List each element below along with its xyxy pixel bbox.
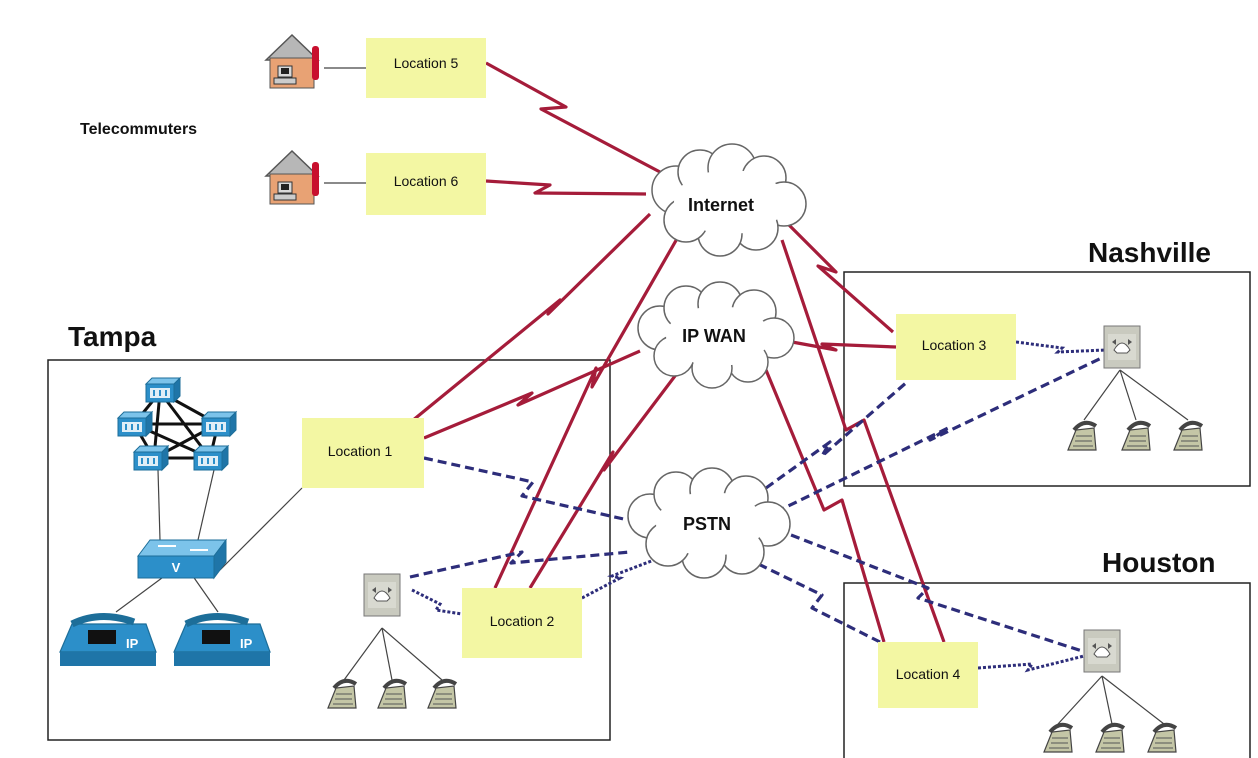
link-pbx-tampa-pstn (409, 550, 631, 579)
analog-phone-icon (426, 678, 458, 710)
pbx-icon (1083, 629, 1121, 673)
link-loc2-ipwan (528, 371, 680, 589)
location-2: Location 2 (462, 588, 582, 658)
link-loc5-internet (485, 61, 661, 174)
pbx-icon (1103, 325, 1141, 369)
house-icon (265, 150, 320, 205)
tampa-region (47, 359, 611, 741)
ip-phone-icon: IP (59, 612, 157, 666)
location-5: Location 5 (366, 38, 486, 98)
link-ipwan-loc3 (791, 340, 897, 352)
houston-title: Houston (1102, 547, 1216, 578)
link-loc2-internet (493, 236, 680, 589)
call-manager-icon (193, 445, 229, 471)
internet-label: Internet (688, 195, 754, 215)
call-manager-cluster (117, 377, 237, 471)
call-manager-icon (201, 411, 237, 437)
voice-switch-label: V (172, 560, 181, 575)
location-4: Location 4 (878, 642, 978, 708)
pstn-links (409, 350, 1115, 653)
link-internet-loc3 (780, 216, 895, 334)
trunk-lines (411, 340, 1107, 673)
location-2-label: Location 2 (490, 613, 555, 629)
link-pstn-pbx-houston (777, 528, 1083, 653)
pstn-cloud: PSTN (627, 467, 791, 579)
voice-switch-icon: V (137, 538, 227, 580)
wan-links (410, 61, 946, 643)
analog-phone-icon (1094, 722, 1126, 754)
internet-cloud: Internet (651, 143, 807, 257)
location-1: Location 1 (302, 418, 424, 488)
analog-phone-icon (326, 678, 358, 710)
link-loc1-ipwan (423, 349, 641, 440)
location-6-label: Location 6 (394, 173, 459, 189)
location-4-label: Location 4 (896, 666, 961, 682)
trunk-pbx-loc2 (411, 588, 463, 616)
analog-phone-icon (1146, 722, 1178, 754)
tampa-title: Tampa (68, 321, 157, 352)
call-manager-icon (145, 377, 181, 403)
link-loc1-internet (410, 212, 652, 423)
house-icon (265, 34, 320, 89)
location-6: Location 6 (366, 153, 486, 215)
location-5-label: Location 5 (394, 55, 459, 71)
call-manager-icon (117, 411, 153, 437)
pbx-icon (363, 573, 401, 617)
nashville-region (843, 271, 1251, 487)
ipwan-cloud: IP WAN (637, 281, 795, 389)
local-connectors (115, 67, 1189, 725)
trunk-loc3-pbx (1015, 340, 1107, 354)
analog-phone-icon (1120, 420, 1152, 452)
link-loc1-pstn (423, 456, 629, 522)
ip-phone-label: IP (240, 636, 253, 651)
link-pstn-loc3 (765, 380, 909, 490)
analog-phone-icon (1172, 420, 1204, 452)
call-manager-icon (133, 445, 169, 471)
trunk-loc4-pbx (977, 654, 1085, 673)
nashville-title: Nashville (1088, 237, 1211, 268)
link-loc6-internet (485, 179, 647, 196)
pstn-label: PSTN (683, 514, 731, 534)
link-pstn-loc4 (745, 556, 881, 644)
ip-phone-icon: IP (173, 612, 271, 666)
location-3: Location 3 (896, 314, 1016, 380)
link-pstn-pbx-nashville (775, 350, 1115, 514)
analog-phone-icon (1066, 420, 1098, 452)
analog-phone-icon (1042, 722, 1074, 754)
ip-phone-label: IP (126, 636, 139, 651)
link-internet-loc4 (780, 239, 946, 643)
trunk-loc2-pstn (581, 558, 655, 600)
location-1-label: Location 1 (328, 443, 393, 459)
analog-phone-icon (376, 678, 408, 710)
houston-region (843, 582, 1251, 758)
ipwan-label: IP WAN (682, 326, 746, 346)
link-ipwan-loc4 (764, 369, 886, 643)
location-3-label: Location 3 (922, 337, 987, 353)
telecommuters-label: Telecommuters (80, 121, 197, 138)
